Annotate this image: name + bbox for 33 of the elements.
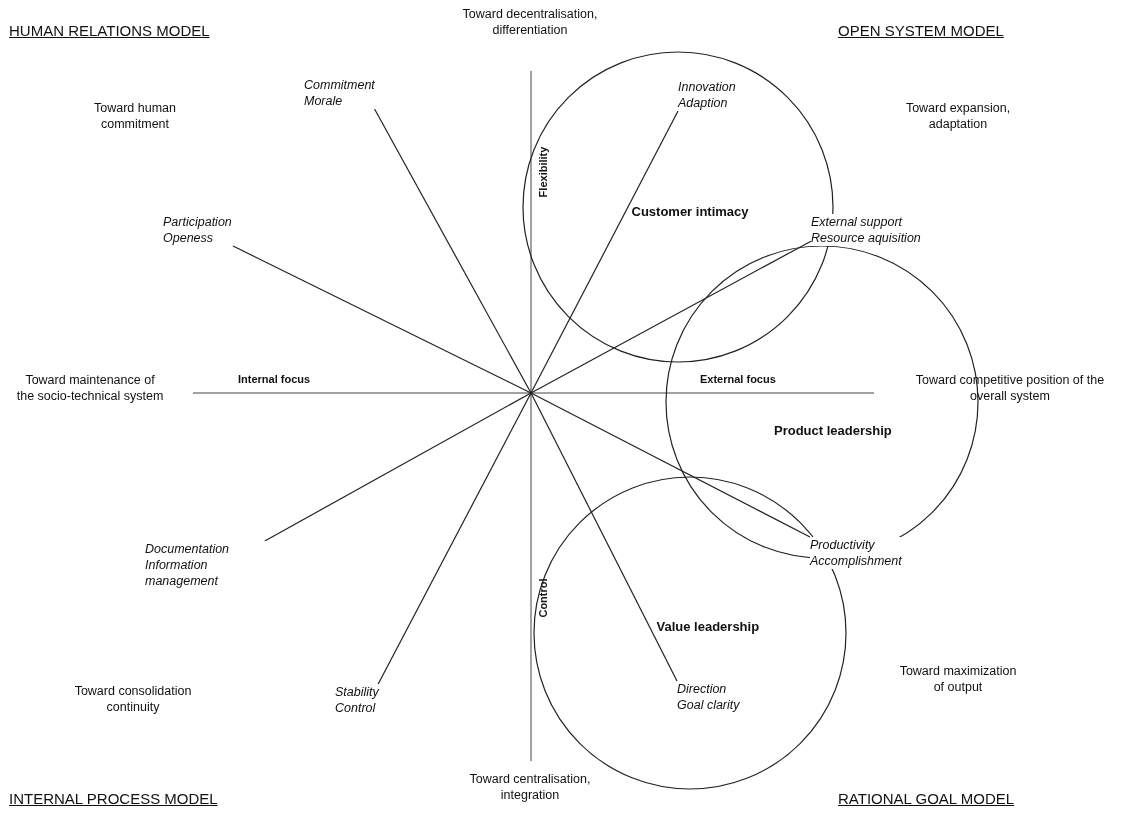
axis-end-label: Toward maintenance of the socio-technical system bbox=[15, 372, 165, 404]
quadrant-note: Toward maximization of output bbox=[898, 663, 1018, 695]
axis-label: Flexibility bbox=[536, 146, 549, 198]
axis-label: Internal focus bbox=[238, 373, 311, 385]
circle-label: Value leadership bbox=[656, 618, 760, 634]
spoke-label: Commitment Morale bbox=[304, 77, 376, 109]
quadrant-note: Toward consolidation continuity bbox=[73, 683, 193, 715]
quadrant-note: Toward expansion, adaptation bbox=[904, 100, 1012, 132]
spoke-line bbox=[530, 110, 679, 394]
quadrant-note: Toward human commitment bbox=[93, 100, 177, 132]
spoke-line bbox=[530, 392, 678, 682]
axis-end-label: Toward centralisation, integration bbox=[468, 771, 592, 803]
spoke-label: Documentation Information management bbox=[145, 541, 266, 589]
quadrant-title: INTERNAL PROCESS MODEL bbox=[9, 790, 218, 807]
spoke-line bbox=[530, 240, 812, 394]
spoke-line bbox=[264, 392, 532, 542]
quadrant-title: RATIONAL GOAL MODEL bbox=[838, 790, 1015, 807]
quadrant-title: OPEN SYSTEM MODEL bbox=[838, 22, 1004, 39]
spoke-line bbox=[530, 392, 811, 538]
axis-end-label: Toward decentralisation, differentiation bbox=[461, 6, 599, 38]
axis-label: External focus bbox=[700, 373, 776, 385]
spoke-line bbox=[232, 245, 532, 394]
spoke-line bbox=[373, 108, 532, 394]
spoke-label: Productivity Accomplishment bbox=[810, 537, 903, 569]
spoke-line bbox=[377, 392, 532, 685]
spoke-label: Direction Goal clarity bbox=[677, 681, 741, 713]
circle-label: Product leadership bbox=[774, 422, 892, 438]
spoke-label: Participation Openess bbox=[163, 214, 233, 246]
circle-label: Customer intimacy bbox=[631, 203, 749, 219]
spoke-label: External support Resource aquisition bbox=[811, 214, 922, 246]
spoke-label: Innovation Adaption bbox=[678, 79, 737, 111]
quadrant-title: HUMAN RELATIONS MODEL bbox=[9, 22, 210, 39]
axis-label: Control bbox=[536, 578, 549, 618]
